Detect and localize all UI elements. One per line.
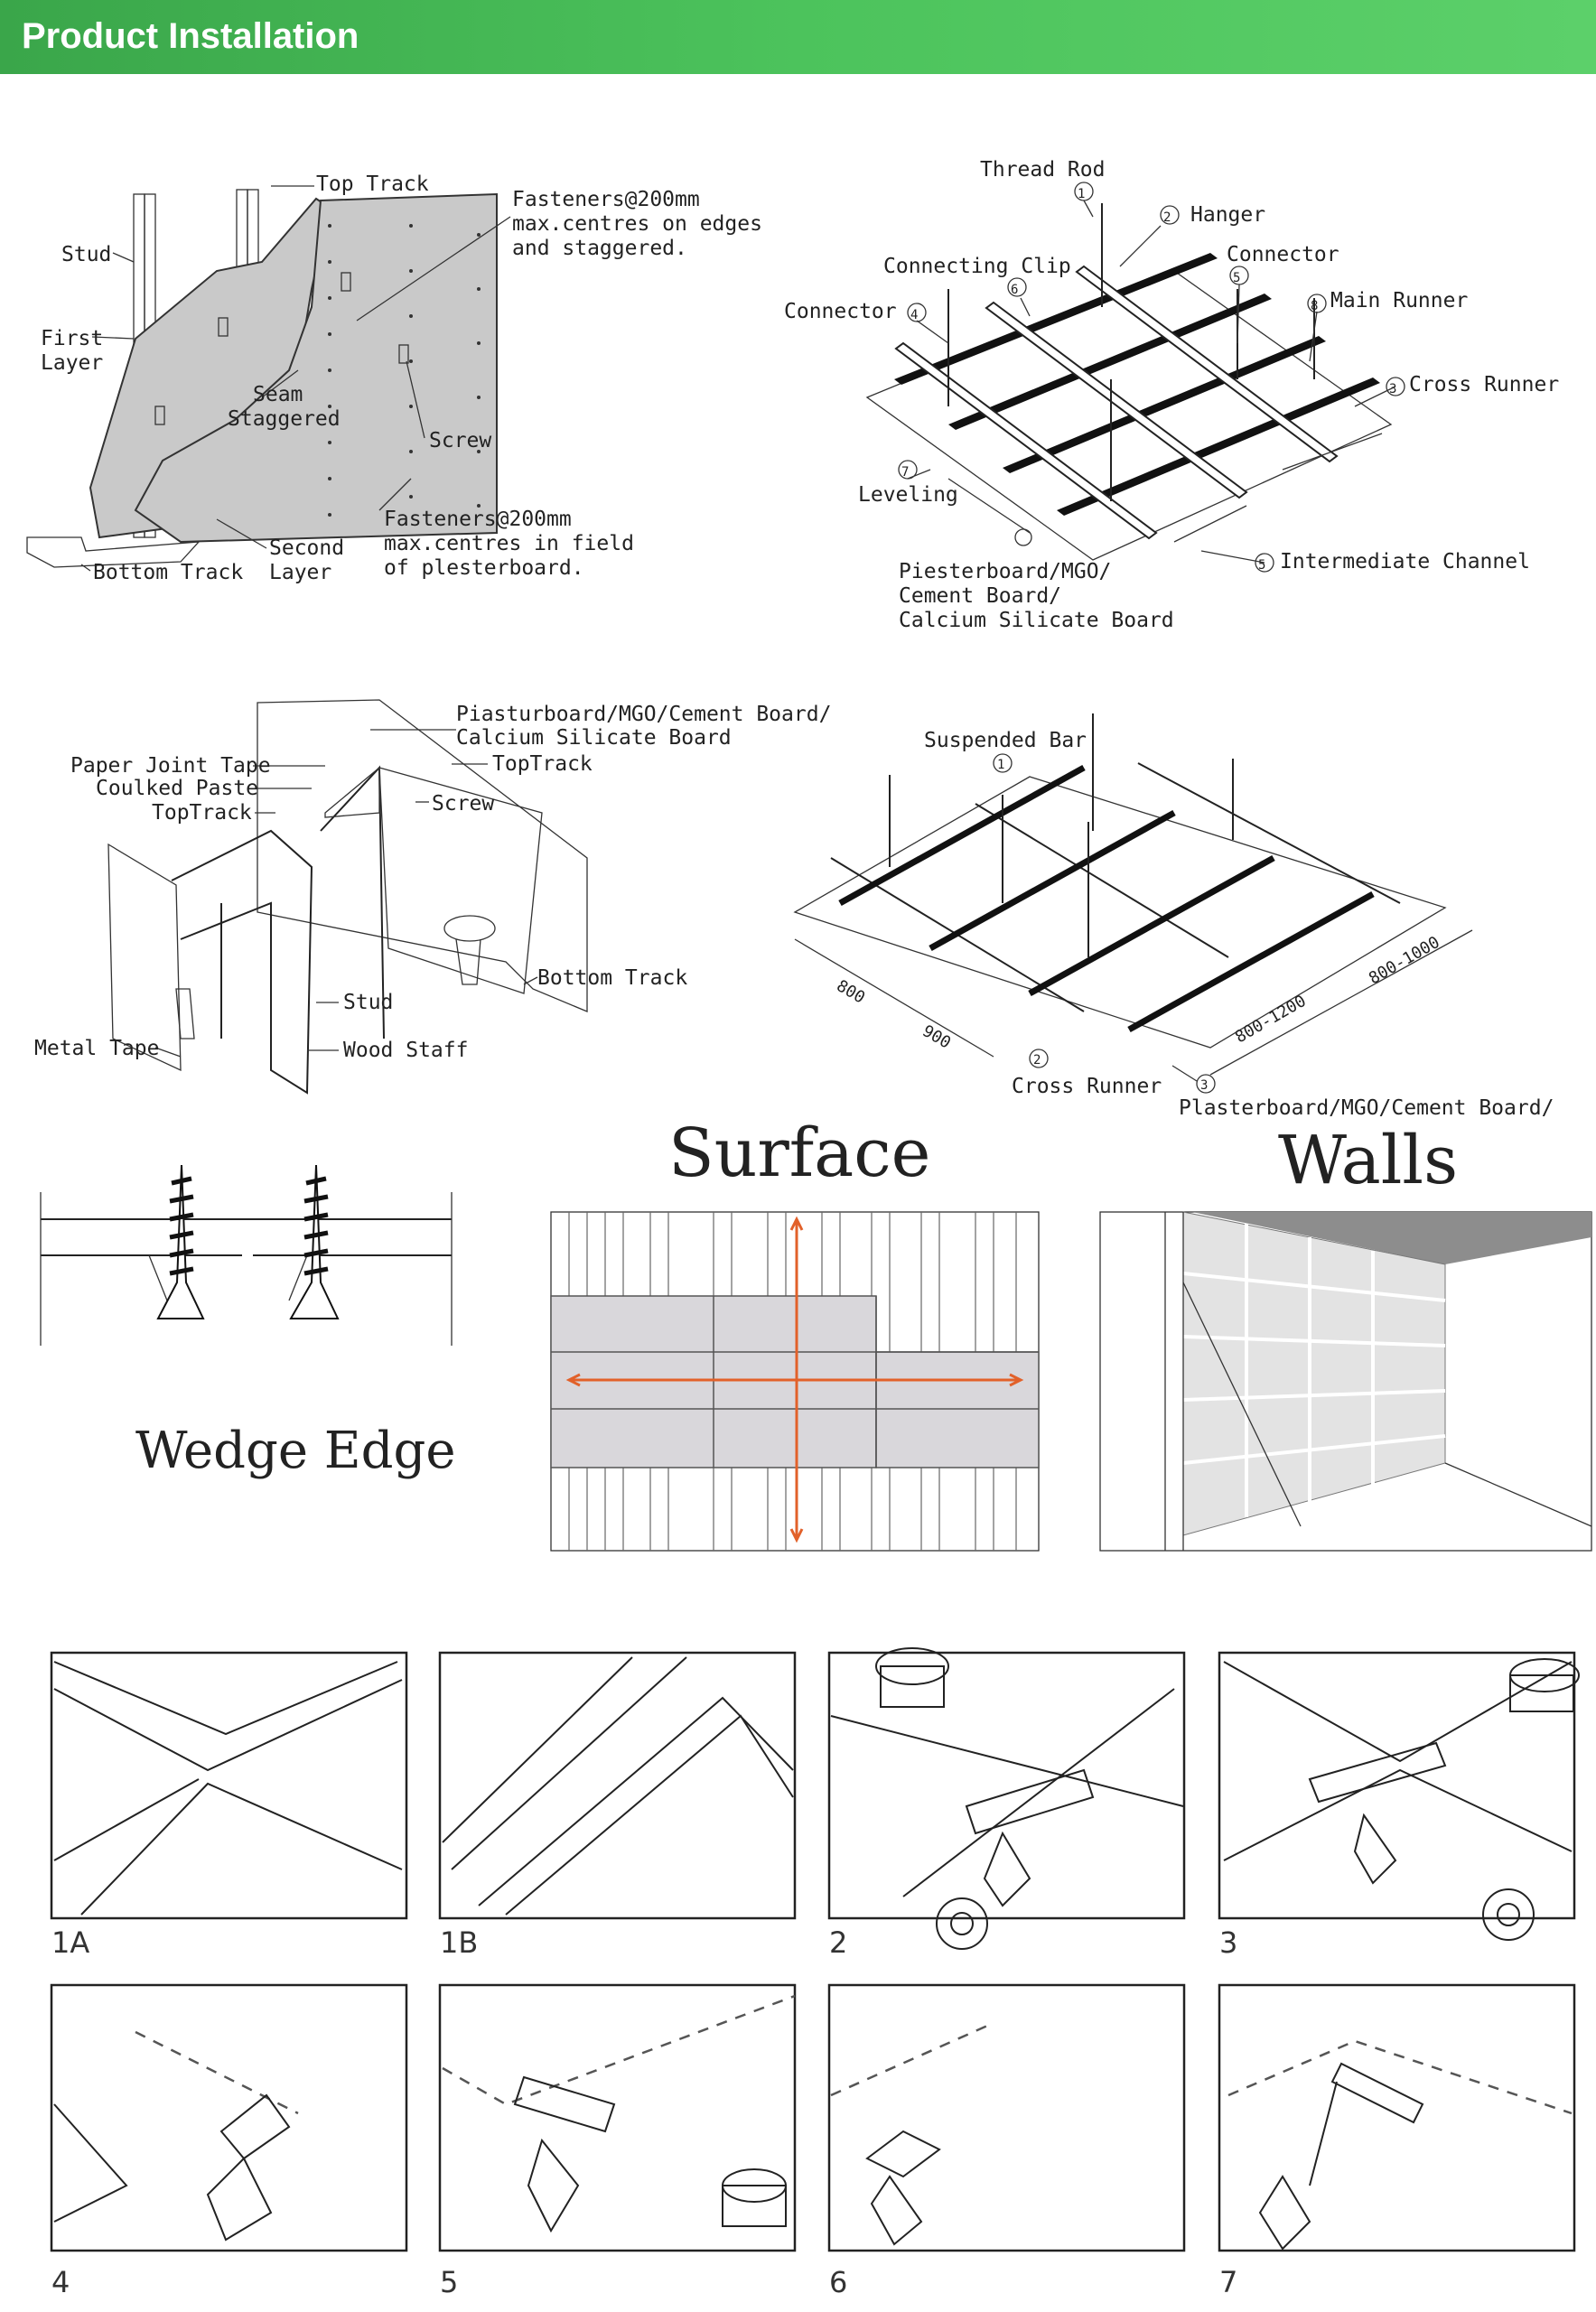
step-label-6: 6 [829,2265,847,2299]
label-leveling: Leveling [858,483,958,507]
label-fasteners-field-2: max.centres in field [384,532,634,555]
label-second-layer-2: Layer [269,561,331,584]
label-bottom-track-3: Bottom Track [537,966,687,990]
marker-1: 1 [1078,187,1085,201]
page-title: Product Installation [22,16,359,56]
label-first-layer-1: First [41,327,103,350]
label-screw: Screw [429,429,491,452]
label-main-runner: Main Runner [1330,289,1468,312]
step-label-7: 7 [1219,2265,1237,2299]
step-label-4: 4 [51,2265,70,2299]
marker-5: 5 [1233,271,1240,285]
step-panel-2 [827,1651,1186,1920]
surface-title: Surface [668,1114,930,1192]
label-board-3: Calcium Silicate Board [899,609,1174,632]
label-cross-runner: Cross Runner [1409,373,1559,396]
marker-3: 3 [1389,382,1396,396]
label-hanger: Hanger [1190,203,1265,227]
label-second-layer-1: Second [269,536,344,560]
marker-5b: 5 [1258,558,1265,573]
screw-icon [289,1164,340,1319]
label-toptrack-left: TopTrack [152,801,252,825]
marker-g2: 2 [1033,1053,1041,1067]
label-connecting-clip: Connecting Clip [883,255,1071,278]
wedge-edge-label: Wedge Edge [135,1422,455,1480]
label-board-3-2: Calcium Silicate Board [456,726,732,750]
marker-8: 8 [1311,299,1318,313]
step-panel-1a [50,1651,408,1920]
label-first-layer-2: Layer [41,351,103,375]
label-connector-left: Connector [784,300,897,323]
label-seam-2: Staggered [228,407,341,431]
step-label-2: 2 [829,1925,847,1960]
label-board-4: Plasterboard/MGO/Cement Board/ [1179,1096,1554,1120]
screw-icon [156,1164,205,1319]
installation-steps: 1A 1B 2 3 4 5 6 7 [50,1647,1580,2299]
step-panel-3 [1218,1651,1576,1920]
label-intermediate-channel: Intermediate Channel [1280,550,1530,573]
label-screw-3: Screw [432,792,494,816]
marker-g1: 1 [997,758,1004,772]
marker-2: 2 [1163,210,1171,225]
wall-assembly-diagram: Top Track Stud First Layer Fasteners@200… [26,172,762,584]
marker-4: 4 [910,308,918,322]
label-suspended-bar: Suspended Bar [924,729,1087,752]
step-panel-5 [438,1983,797,2252]
label-toptrack-right: TopTrack [492,752,593,776]
header-bar: Product Installation [0,0,1596,74]
label-board-1: Piesterboard/MGO/ [899,560,1111,583]
label-top-track: Top Track [316,172,429,196]
label-board-2: Cement Board/ [899,584,1061,608]
walls-diagram: Walls [1099,1122,1592,1552]
label-cross-runner-4: Cross Runner [1012,1075,1162,1098]
label-fasteners-field-3: of plesterboard. [384,556,584,580]
dim-800-1000: 800-1000 [1366,933,1443,989]
label-metal-tape: Metal Tape [34,1037,159,1060]
label-coulked-paste: Coulked Paste [96,777,258,800]
label-fasteners-edges-2: max.centres on edges [512,212,762,236]
label-seam-1: Seam [253,383,303,406]
step-panel-6 [827,1983,1186,2252]
step-label-5: 5 [440,2265,458,2299]
step-panel-1b [438,1651,797,1920]
label-thread-rod: Thread Rod [980,158,1105,182]
step-label-3: 3 [1219,1925,1237,1960]
surface-diagram: Surface [550,1114,1040,1552]
installation-diagrams: Top Track Stud First Layer Fasteners@200… [26,158,1592,2299]
step-label-1b: 1B [440,1925,478,1960]
label-bottom-track: Bottom Track [93,561,243,584]
label-stud-3: Stud [343,991,393,1014]
dim-900: 900 [919,1021,955,1052]
marker-6: 6 [1011,283,1018,297]
grid-board [793,776,1447,1049]
walls-title: Walls [1278,1122,1458,1199]
label-stud: Stud [61,243,111,266]
bottom-track-shape [26,536,201,568]
wedge-edge-diagram: Wedge Edge [40,1164,455,1480]
step-panel-4 [50,1983,408,2252]
partition-wall-diagram: Piasturboard/MGO/Cement Board/ Calcium S… [34,699,831,1095]
label-connector-top: Connector [1227,243,1339,266]
grid-ceiling-diagram: 1 2 3 Suspended Bar Cross Runner Plaster… [793,713,1554,1120]
dim-800-1200: 800-1200 [1232,992,1310,1048]
label-wood-staff: Wood Staff [343,1039,468,1062]
second-layer-board [134,192,498,544]
label-fasteners-edges-3: and staggered. [512,237,687,260]
label-fasteners-edges-1: Fasteners@200mm [512,188,700,211]
dim-800: 800 [834,976,869,1007]
label-fasteners-field-1: Fasteners@200mm [384,508,572,531]
marker-7: 7 [901,465,909,480]
label-board-3-1: Piasturboard/MGO/Cement Board/ [456,703,831,726]
marker-g3: 3 [1200,1078,1208,1093]
step-panel-7 [1218,1983,1576,2252]
suspended-ceiling-diagram: 1 2 6 5 8 4 3 7 5 Thread Rod Hanger Conn… [784,158,1559,632]
label-paper-joint-tape: Paper Joint Tape [70,754,271,778]
step-label-1a: 1A [51,1925,89,1960]
